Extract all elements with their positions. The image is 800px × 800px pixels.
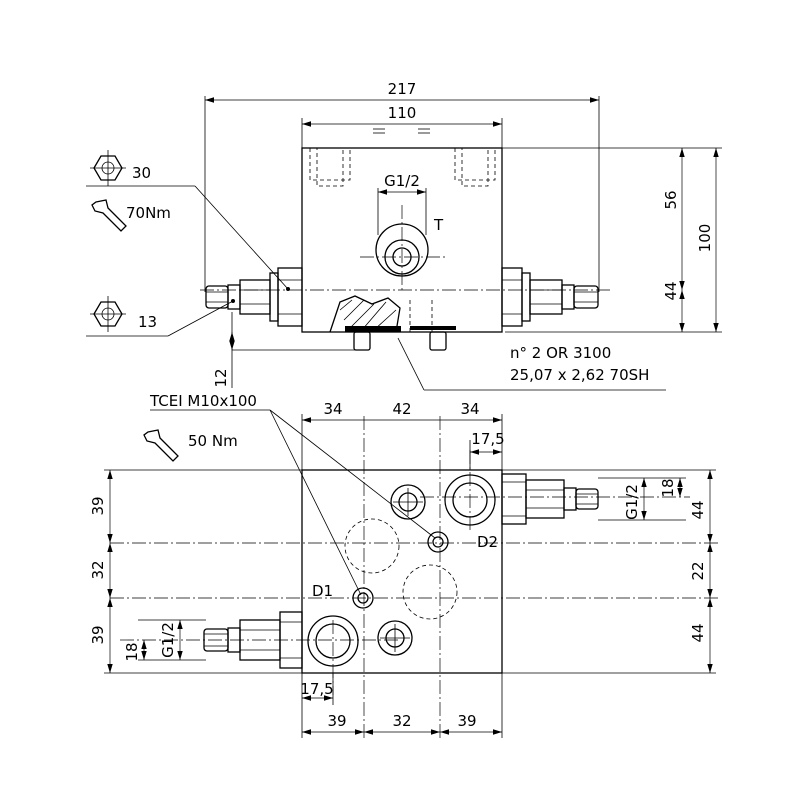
- port-right: [444, 474, 496, 526]
- hex-nut-icon: [90, 150, 126, 186]
- oring-seal-left: [345, 326, 401, 332]
- dim-bottom-right: 39: [457, 712, 476, 730]
- oring-note-line1: n° 2 OR 3100: [510, 344, 611, 362]
- dim-top-right: 34: [460, 400, 479, 418]
- cartridge-top-right: [501, 473, 599, 525]
- oring-note-line2: 25,07 x 2,62 70SH: [510, 366, 649, 384]
- hex-nut-small-icon: [90, 296, 126, 332]
- dim-thread-right: 18: [659, 478, 677, 497]
- label-d1: D1: [312, 582, 333, 600]
- dim-height: 100: [696, 224, 714, 253]
- dim-right-upper: 44: [689, 500, 707, 519]
- dim-lower: 44: [662, 281, 680, 300]
- dim-left-upper: 39: [89, 496, 107, 515]
- dim-left-mid: 32: [89, 560, 107, 579]
- wrench-icon-screws: [143, 429, 179, 462]
- cartridge-top-left: [203, 611, 303, 669]
- port-t-label: T: [433, 216, 444, 234]
- dim-bottom-left: 39: [327, 712, 346, 730]
- side-view: 217 110 G1/2 T: [86, 80, 722, 391]
- port-thread-label: G1/2: [384, 172, 420, 190]
- dim-left-lower: 39: [89, 625, 107, 644]
- drain-d1: [352, 587, 374, 609]
- screw-spec: TCEI M10x100: [149, 392, 257, 410]
- valve-block-side: [301, 147, 503, 333]
- dim-right-mid: 22: [689, 561, 707, 580]
- label-d2: D2: [477, 533, 498, 551]
- thread-left: G1/2: [159, 622, 177, 658]
- hex-size-small: 13: [138, 313, 157, 331]
- thread-right: G1/2: [623, 484, 641, 520]
- dim-port-offset-top: 17,5: [471, 430, 504, 448]
- valve-block-top: [301, 469, 503, 674]
- screw-hole-bottom: [377, 620, 413, 656]
- dim-bottom-mid: 32: [392, 712, 411, 730]
- dim-block-width: 110: [388, 104, 417, 122]
- dim-right-lower: 44: [689, 623, 707, 642]
- dim-top-left: 34: [323, 400, 342, 418]
- oring-seal-right: [410, 326, 456, 330]
- dim-thread-left: 18: [123, 642, 141, 661]
- dim-total-width: 217: [388, 80, 417, 98]
- screw-hole-top: [390, 484, 426, 520]
- drain-d2: [427, 531, 449, 553]
- cartridge-right: [501, 267, 599, 327]
- port-left: [307, 615, 359, 667]
- hex-size-large: 30: [132, 164, 151, 182]
- torque-large: 70Nm: [126, 204, 171, 222]
- screw-torque: 50 Nm: [188, 432, 238, 450]
- dim-cartridge-offset: 12: [212, 368, 230, 387]
- cartridge-left: [205, 267, 303, 327]
- dim-top-mid: 42: [392, 400, 411, 418]
- top-view: TCEI M10x100 50 Nm 34 42 34 17,5: [89, 392, 720, 740]
- dim-upper: 56: [662, 190, 680, 209]
- dim-port-offset-bottom: 17,5: [300, 680, 333, 698]
- wrench-icon: [91, 199, 127, 232]
